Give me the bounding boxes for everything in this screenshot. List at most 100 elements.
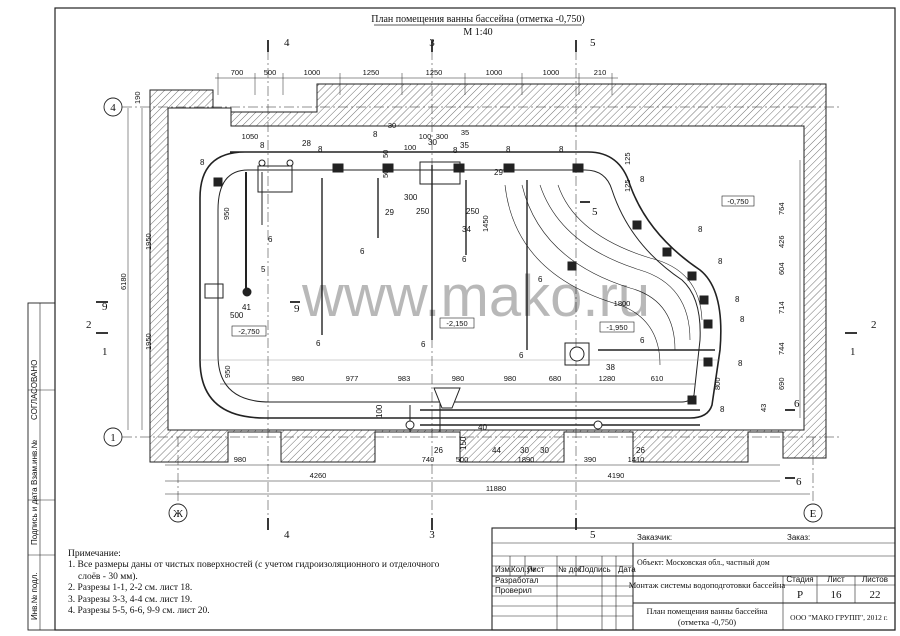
stamp-sheet-title-1: План помещения ванны бассейна [646, 606, 767, 616]
cut-right-1: 1 [850, 346, 856, 358]
stamp-sheet-title-2: (отметка -0,750) [678, 617, 736, 627]
drawing-label: 8 [453, 146, 458, 155]
drawing-label: 43 [759, 404, 768, 412]
drawing-label: 700 [231, 68, 244, 77]
drawing-label: 100 [419, 132, 432, 141]
drawing-label: 300 [404, 193, 418, 202]
cut-5: 5 [592, 206, 598, 218]
stamp-stage: Р [797, 589, 803, 601]
drawing-label: 8 [318, 145, 323, 154]
drawing-label: 980 [292, 374, 305, 383]
drawing-label: 950 [222, 207, 231, 220]
drawing-label: 30 [540, 446, 549, 455]
drawing-label: 4260 [310, 471, 327, 480]
drawing-label: 1250 [426, 68, 443, 77]
drawing-label: 426 [777, 235, 786, 248]
fittings [204, 159, 713, 430]
note-item: слоёв - 30 мм). [78, 571, 138, 582]
note-item: 2. Разрезы 1-1, 2-2 см. лист 18. [68, 583, 193, 594]
drawing-label: 6 [316, 339, 321, 348]
drawing-label: 8 [738, 359, 743, 368]
pool-outline [199, 151, 722, 419]
drawing-label: 8 [260, 141, 265, 150]
drawing-label: 28 [302, 139, 311, 148]
drawing-label: 1950 [144, 333, 153, 350]
drawing-label: 1250 [363, 68, 380, 77]
watermark: www.mako.ru [301, 264, 650, 329]
cut-right-2: 2 [871, 319, 877, 331]
note-item: 3. Разрезы 3-3, 4-4 см. лист 19. [68, 594, 193, 605]
cut-bottom-4: 4 [284, 529, 290, 541]
drawing-label: 30 [428, 138, 437, 147]
drawing-label: 1410 [628, 455, 645, 464]
title-block [491, 527, 896, 631]
axis-row-1: 1 [110, 432, 116, 444]
cut-6a: 6 [794, 398, 800, 410]
side-stamp-agreed: СОГЛАСОВАНО [30, 360, 39, 420]
drawing-label: 1950 [144, 233, 153, 250]
drawing-label: 35 [461, 128, 469, 137]
drawing-label: 977 [346, 374, 359, 383]
drawing-label: 8 [640, 175, 645, 184]
drawing-label: № док. [558, 565, 584, 574]
stamp-object: Объект: Московская обл., частный дом [637, 558, 770, 567]
notes: Примечание: 1. Все размеры даны от чисты… [68, 549, 458, 617]
drawing-label: 690 [777, 377, 786, 390]
drawing-label: 500 [264, 68, 277, 77]
section-cuts [96, 40, 857, 530]
drawing-label: 6 [519, 351, 524, 360]
drawing-label: -0,750 [727, 197, 748, 206]
axis-row-4: 4 [110, 102, 116, 114]
drawing-label: 6 [462, 255, 467, 264]
stamp-sheet: 16 [831, 589, 843, 601]
drawing-label: 950 [223, 365, 232, 378]
bottom-dimensions: 980 740 500 1890 390 1410 4260 4190 1188… [234, 455, 645, 493]
drawing-label: 100 [375, 404, 384, 418]
drawing-label: 390 [584, 455, 597, 464]
drawing-label: 50 [381, 170, 390, 178]
cut-left-1: 1 [102, 346, 108, 358]
drawing-label: 980 [452, 374, 465, 383]
stamp-sheets: 22 [870, 589, 881, 601]
drawing-label: 4190 [608, 471, 625, 480]
cut-left-2: 2 [86, 319, 92, 331]
drawing-label: 1000 [543, 68, 560, 77]
drawing-label: 125 [623, 152, 632, 165]
cut-mid-9: 9 [294, 303, 300, 315]
drawing-label: 740 [422, 455, 435, 464]
drawing-label: Листов [862, 575, 888, 584]
drawing-scale: М 1:40 [463, 27, 492, 38]
drawing-label: 6 [640, 336, 645, 345]
drawing-label: 714 [777, 301, 786, 314]
drawing-label: 38 [606, 363, 615, 372]
side-stamp-replace: Взам.инв.№ [30, 439, 39, 485]
drawing-label: 8 [373, 130, 378, 139]
drawing-label: 6 [268, 235, 273, 244]
drawing-label: 210 [594, 68, 607, 77]
drawing-label: Разработал [495, 576, 539, 585]
callouts: 8 8 8 8 8 8 8 8 8 8 8 8 8 8 28 29 29 30 … [200, 130, 745, 455]
drawing-label: 1280 [599, 374, 616, 383]
drawing-label: 1000 [486, 68, 503, 77]
drawing-label: 5 [261, 265, 266, 274]
axis-col-e: Е [810, 508, 817, 520]
drawing-label: Дата [618, 565, 636, 574]
drawing-label: 604 [777, 262, 786, 275]
drawing-label: 610 [651, 374, 664, 383]
drawing-label: 29 [494, 168, 503, 177]
side-stamp-inv: Инв.№ подл. [30, 572, 39, 620]
drawing-label: 29 [385, 208, 394, 217]
drawing-title: План помещения ванны бассейна (отметка -… [371, 14, 584, 25]
drawing-label: 1000 [304, 68, 321, 77]
drawing-label: Стадия [786, 575, 813, 584]
drawing-label: 26 [636, 446, 645, 455]
drawing-label: 1800 [614, 299, 631, 308]
axis-markers [103, 97, 823, 523]
drawing-label: 6 [421, 340, 426, 349]
axis-col-zh: Ж [173, 508, 183, 520]
drawing-label: 744 [777, 342, 786, 355]
drawing-label: 250 [416, 207, 430, 216]
drawing-label: -1,950 [606, 323, 627, 332]
drawing-label: 250 [466, 207, 480, 216]
